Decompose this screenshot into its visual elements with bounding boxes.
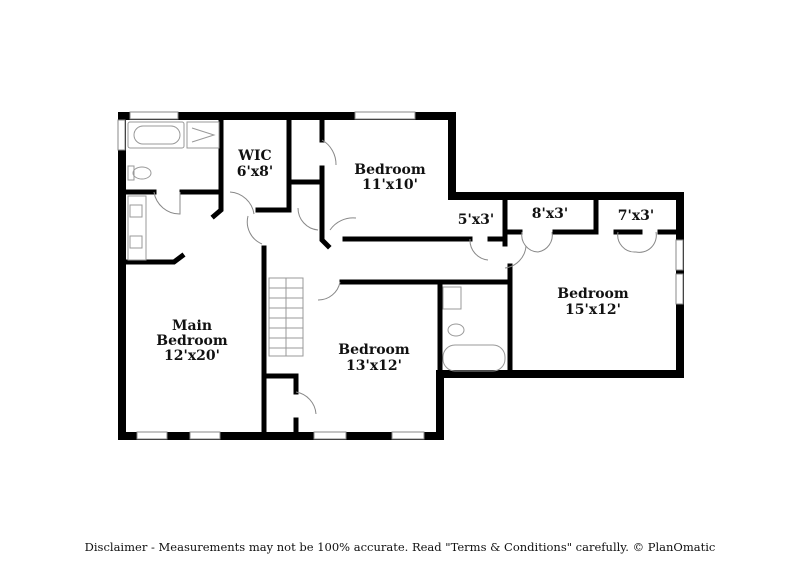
- windows: [117, 111, 684, 440]
- disclaimer: Disclaimer - Measurements may not be 100…: [84, 540, 716, 554]
- room-size-main: 12'x20': [164, 348, 220, 364]
- room-name-bedroom-3: Bedroom: [557, 286, 629, 302]
- exterior-walls: [118, 112, 684, 440]
- doors: [153, 139, 657, 415]
- room-size-bedroom-4: 13'x12': [346, 358, 402, 374]
- room-name-wic: WIC: [237, 148, 271, 164]
- room-size-wic: 6'x8': [237, 164, 273, 180]
- room-name-main-line1: Main: [172, 318, 212, 334]
- room-name-bedroom-4: Bedroom: [338, 342, 410, 358]
- room-labels: WIC 6'x8' Bedroom 11'x10' 5'x3' 8'x3' 7'…: [156, 148, 654, 374]
- room-size-closet-2: 8'x3': [532, 206, 568, 222]
- room-size-closet-1: 5'x3': [458, 212, 494, 228]
- interior-walls: [123, 113, 683, 439]
- fixtures: [127, 121, 506, 372]
- room-name-bedroom-2: Bedroom: [354, 162, 426, 178]
- room-size-bedroom-3: 15'x12': [565, 302, 621, 318]
- room-size-closet-3: 7'x3': [618, 208, 654, 224]
- room-size-bedroom-2: 11'x10': [362, 177, 418, 193]
- staircase: [268, 277, 304, 357]
- room-name-main-line2: Bedroom: [156, 333, 228, 349]
